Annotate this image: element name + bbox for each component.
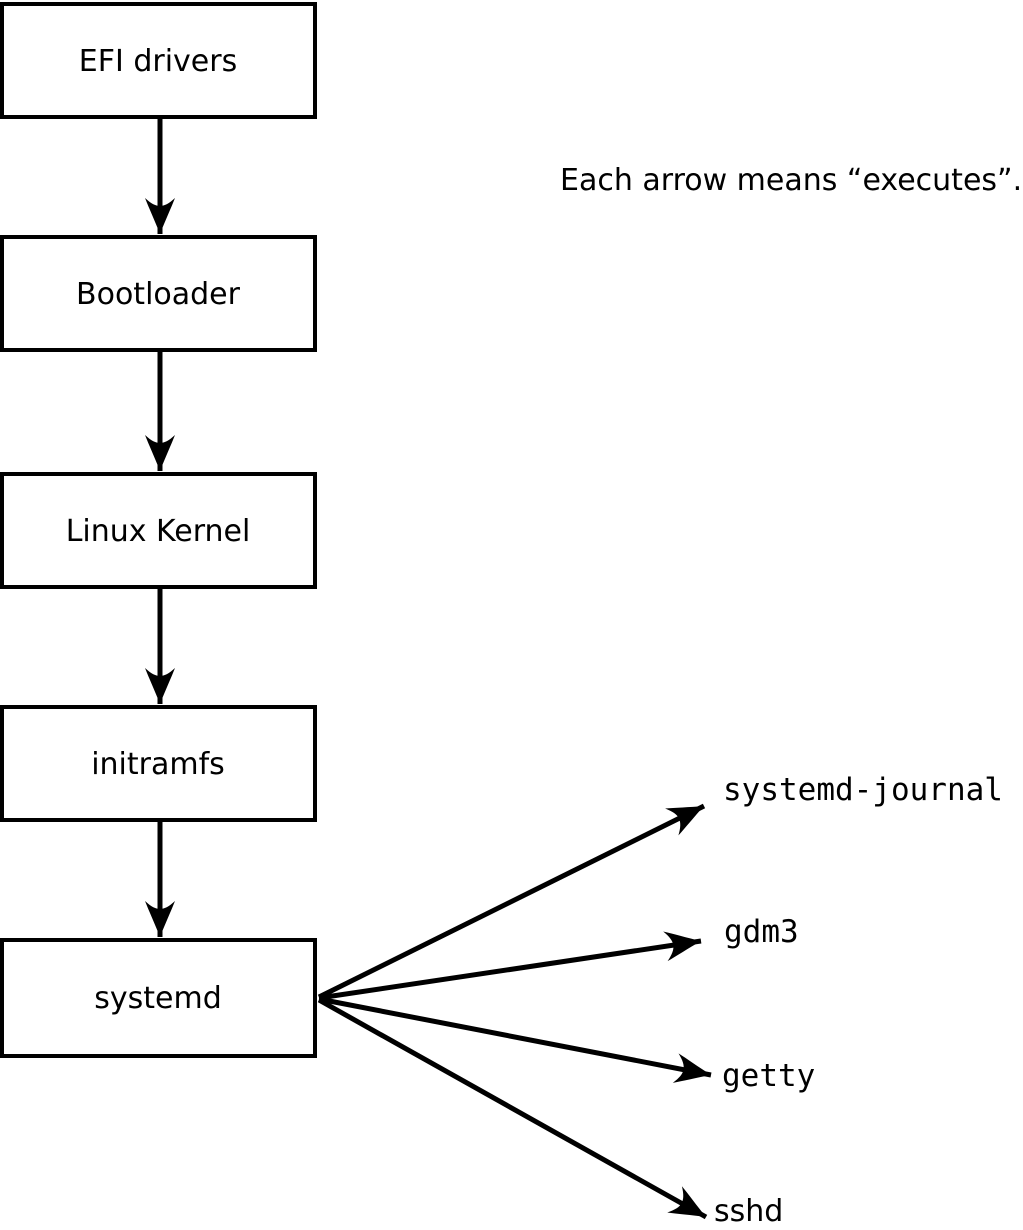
node-initramfs: initramfs [0, 705, 317, 822]
node-label: Linux Kernel [66, 514, 251, 549]
node-box [0, 472, 317, 589]
label-gdm3: gdm3 [724, 914, 799, 950]
arrow-meaning-note: Each arrow means “executes”. [560, 163, 1022, 198]
arrow-systemd-to-sshd [317, 997, 708, 1220]
arrow-systemd-to-gdm3 [318, 931, 702, 1001]
node-label: initramfs [91, 747, 225, 782]
node-systemd: systemd [0, 938, 317, 1058]
node-box [0, 938, 317, 1058]
arrow-systemd-to-journal [317, 803, 706, 1000]
label-getty: getty [722, 1058, 815, 1094]
node-linux-kernel: Linux Kernel [0, 472, 317, 589]
node-label: Bootloader [76, 277, 241, 312]
node-label: EFI drivers [79, 44, 237, 79]
node-efi-drivers: EFI drivers [0, 2, 317, 119]
node-box [0, 705, 317, 822]
node-bootloader: Bootloader [0, 235, 317, 352]
node-box [0, 2, 317, 119]
node-box [0, 235, 317, 352]
arrow-systemd-to-getty [318, 996, 712, 1083]
label-sshd: sshd [714, 1194, 783, 1229]
label-systemd-journal: systemd-journal [723, 772, 1003, 808]
node-label: systemd [94, 981, 222, 1016]
